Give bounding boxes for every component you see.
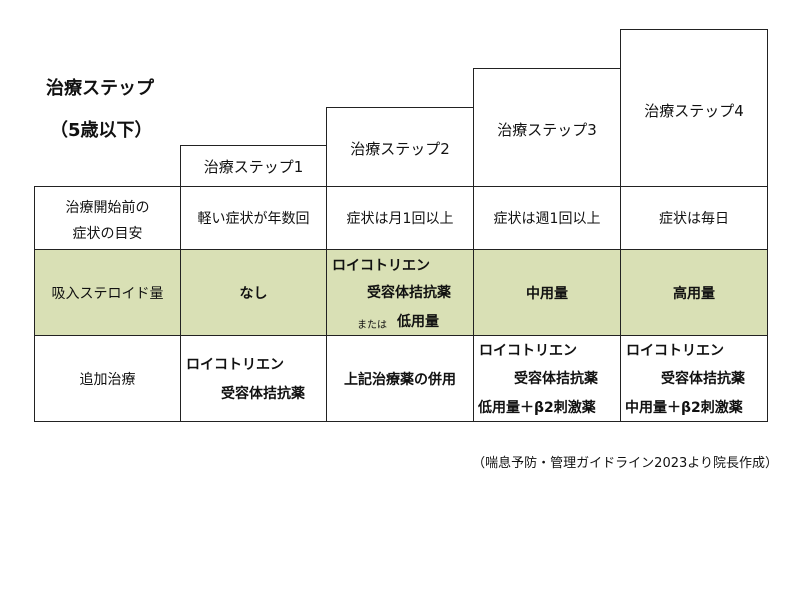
step4-header: 治療ステップ4 <box>620 29 768 187</box>
steroid-step1: なし <box>180 249 327 336</box>
additional-step3-line2: 受容体拮抗薬 <box>514 371 598 387</box>
steroid-step3: 中用量 <box>473 249 621 336</box>
step2-header: 治療ステップ2 <box>326 107 474 187</box>
additional-step4-line3: 中用量＋β2刺激薬 <box>625 400 743 416</box>
additional-step3: ロイコトリエン 受容体拮抗薬 低用量＋β2刺激薬 <box>473 335 621 422</box>
steroid-row-label: 吸入ステロイド量 <box>34 249 181 336</box>
additional-row-label: 追加治療 <box>34 335 181 422</box>
symptoms-step2: 症状は月1回以上 <box>326 186 474 250</box>
source-note: （喘息予防・管理ガイドライン2023より院長作成） <box>472 456 778 471</box>
steroid-step2: ロイコトリエン 受容体拮抗薬 または 低用量 <box>326 249 474 336</box>
steroid-step4: 高用量 <box>620 249 768 336</box>
symptoms-step3: 症状は週1回以上 <box>473 186 621 250</box>
symptoms-row-label: 治療開始前の 症状の目安 <box>34 186 181 250</box>
symptoms-step4: 症状は毎日 <box>620 186 768 250</box>
symptoms-label-line1: 治療開始前の <box>65 200 150 216</box>
step3-header: 治療ステップ3 <box>473 68 621 187</box>
additional-step2: 上記治療薬の併用 <box>326 335 474 422</box>
additional-step4-line2: 受容体拮抗薬 <box>661 371 745 387</box>
symptoms-label-line2: 症状の目安 <box>72 226 143 242</box>
additional-step3-line3: 低用量＋β2刺激薬 <box>478 400 596 416</box>
additional-step4-line1: ロイコトリエン <box>626 343 724 359</box>
additional-step4: ロイコトリエン 受容体拮抗薬 中用量＋β2刺激薬 <box>620 335 768 422</box>
page-subtitle: （5歳以下） <box>50 120 153 141</box>
additional-step1-line1: ロイコトリエン <box>186 357 284 373</box>
steroid-step2-line3: 低用量 <box>397 314 439 330</box>
additional-step1: ロイコトリエン 受容体拮抗薬 <box>180 335 327 422</box>
steroid-step2-or: または <box>357 320 387 331</box>
page-title: 治療ステップ <box>46 78 154 99</box>
symptoms-step1: 軽い症状が年数回 <box>180 186 327 250</box>
additional-step3-line1: ロイコトリエン <box>479 343 577 359</box>
steroid-step2-line1: ロイコトリエン <box>332 258 430 274</box>
step1-header: 治療ステップ1 <box>180 145 327 187</box>
steroid-step2-line2: 受容体拮抗薬 <box>367 285 451 301</box>
additional-step1-line2: 受容体拮抗薬 <box>221 386 305 402</box>
